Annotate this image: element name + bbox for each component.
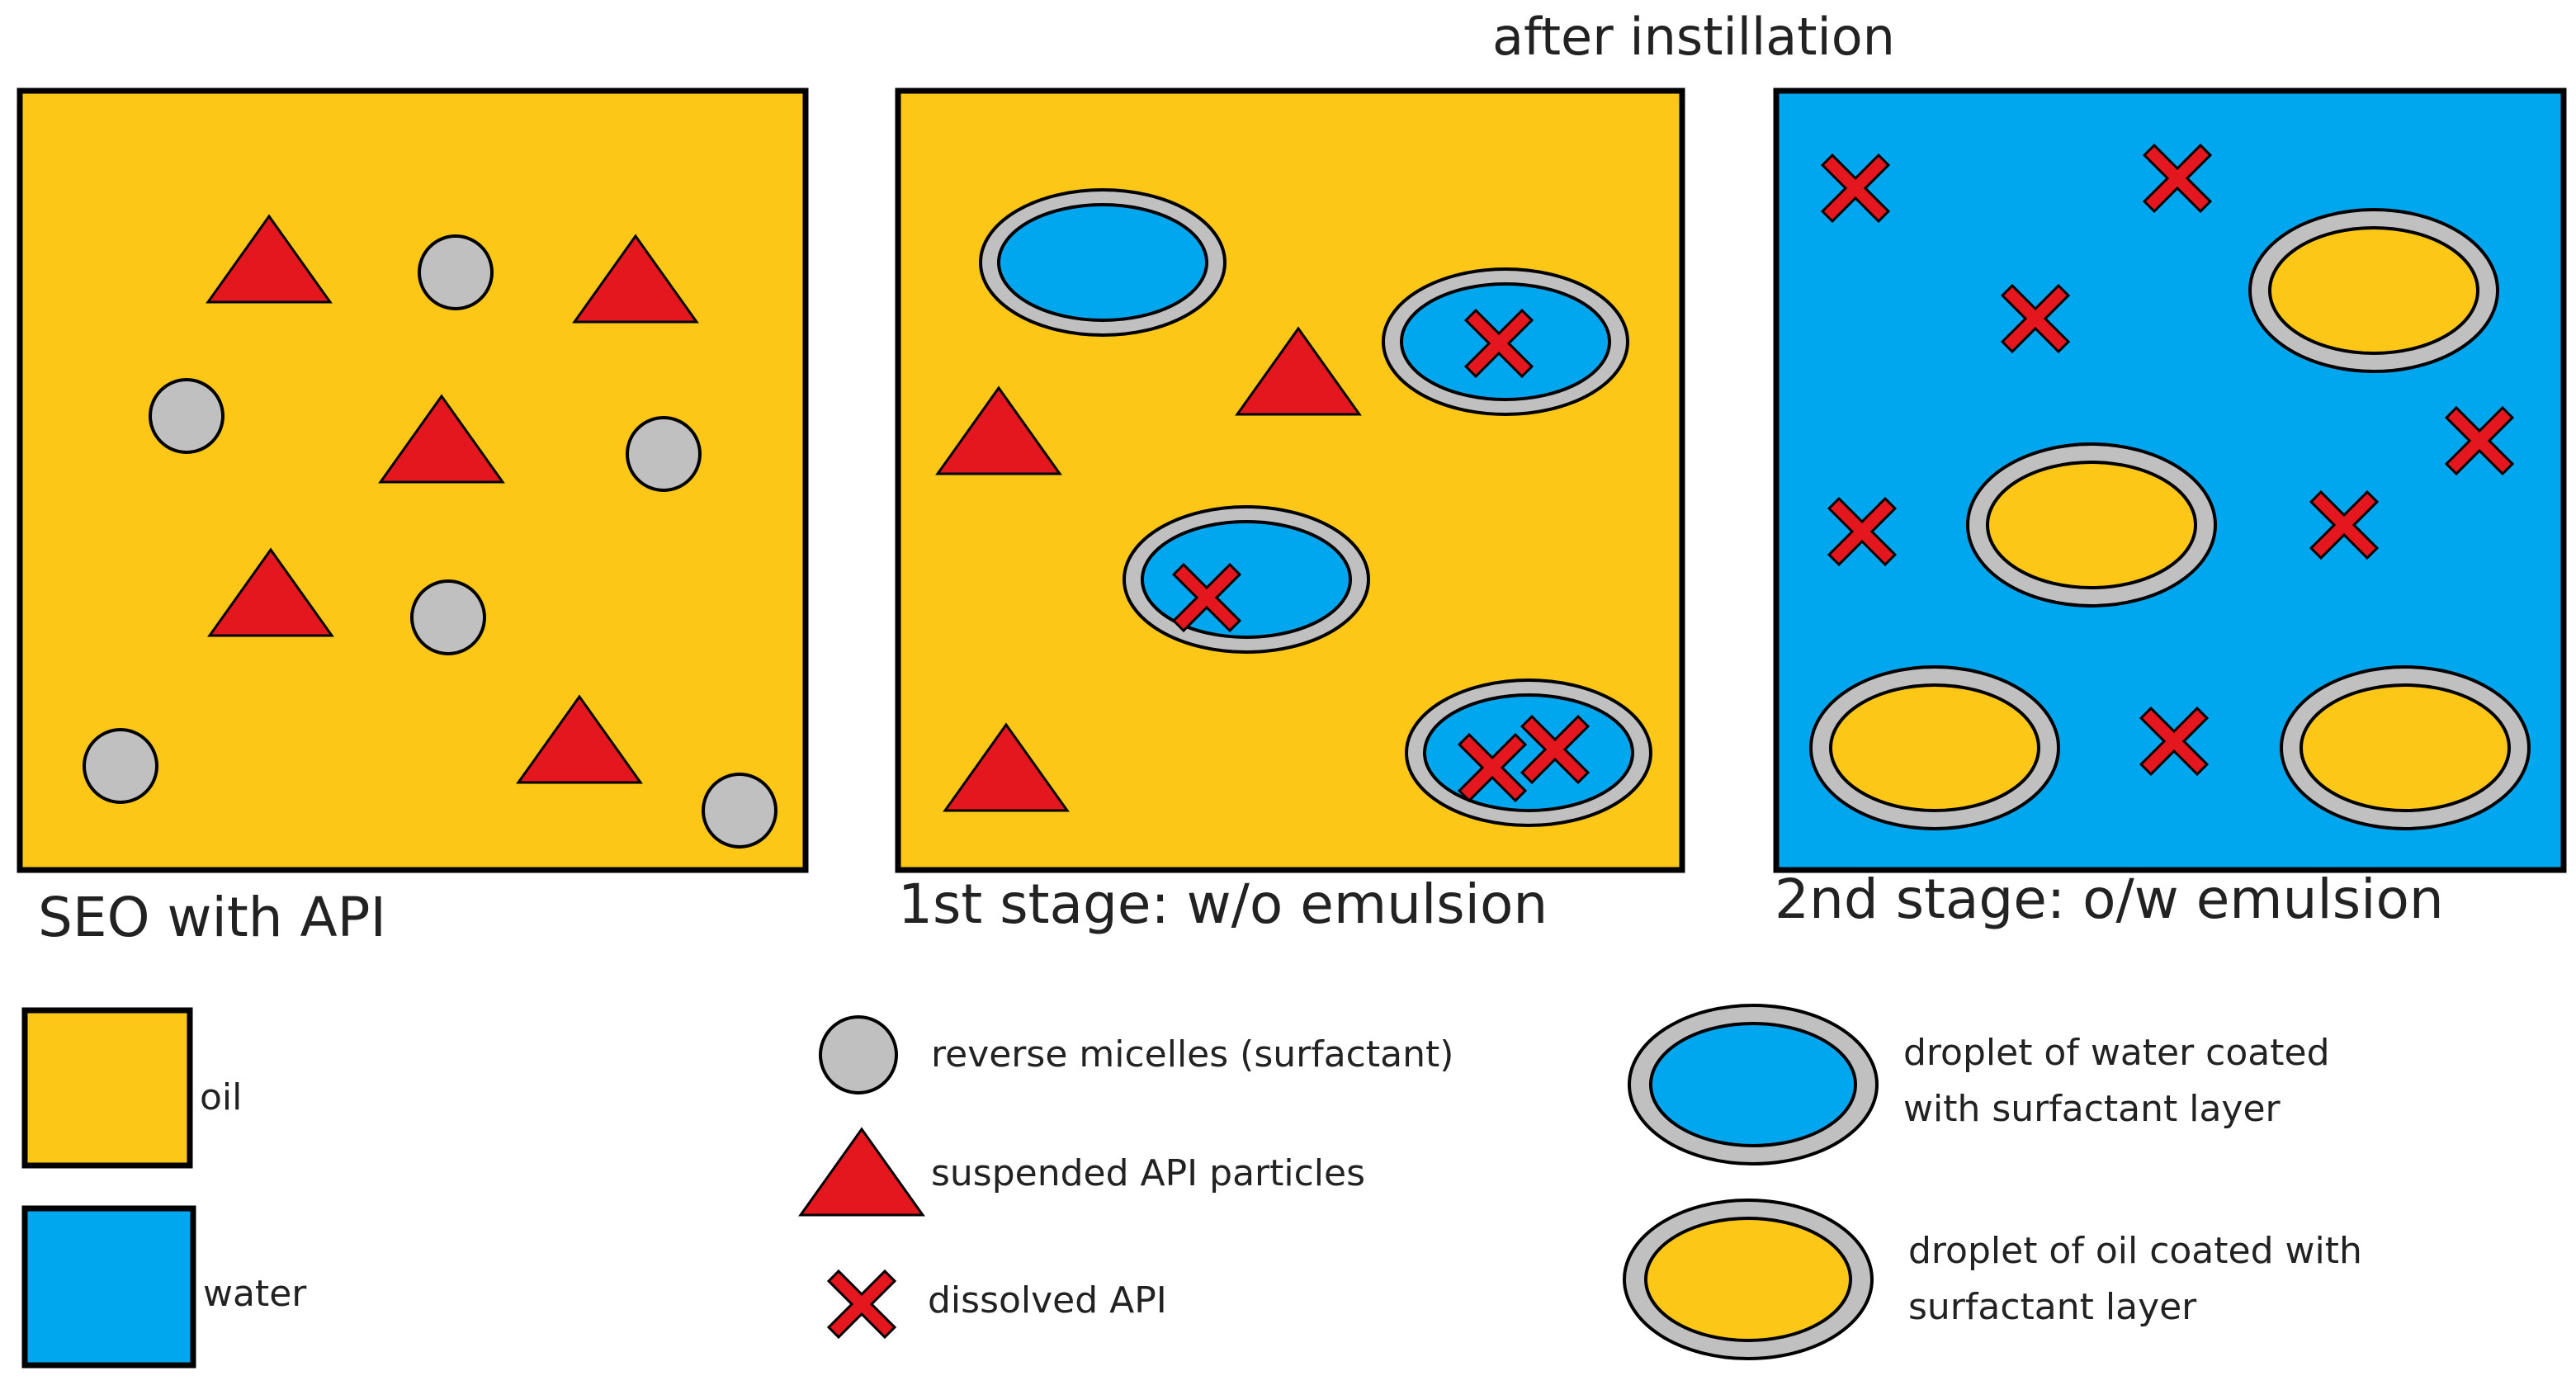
legend-oil-label: oil [200, 1076, 242, 1118]
reverse-micelle [83, 728, 158, 804]
x-cross-icon [827, 1269, 896, 1339]
panel-stage2-oil-droplets [1809, 208, 2531, 830]
legend-water-droplet-line1: droplet of water coated [1903, 1032, 2330, 1074]
water-droplet [1405, 678, 1652, 827]
water-droplet [979, 188, 1227, 337]
reverse-micelle [626, 416, 702, 492]
oil-droplet [1966, 442, 2217, 608]
legend-dissolved-api-label: dissolved API [928, 1279, 1167, 1321]
water-droplet [1123, 505, 1370, 654]
reverse-micelle [702, 773, 778, 849]
ellipse-droplet-icon [1628, 1004, 1879, 1165]
reverse-micelle [418, 234, 494, 310]
panel-stage1-caption: 1st stage: w/o emulsion [898, 872, 1548, 936]
oil-droplet [2280, 665, 2531, 830]
panel-seo-reverse-micelles [83, 234, 778, 849]
triangle-icon [799, 1128, 924, 1217]
legend-oil-droplet-line2: surfactant layer [1908, 1286, 2197, 1328]
legend-oil-swatch [21, 1007, 193, 1169]
legend: oil water reverse micelles (surfactant) … [21, 1004, 2362, 1369]
panel-stage2-caption: 2nd stage: o/w emulsion [1775, 868, 2444, 931]
legend-water-label: water [203, 1273, 307, 1315]
circle-icon [819, 1015, 898, 1095]
legend-suspended-api-label: suspended API particles [931, 1152, 1365, 1194]
legend-water-swatch [21, 1205, 196, 1369]
oil-droplet [1809, 665, 2060, 830]
legend-reverse-micelles-label: reverse micelles (surfactant) [931, 1033, 1453, 1076]
panel-stage1: 1st stage: w/o emulsion [895, 87, 1685, 936]
legend-water-droplet-line2: with surfactant layer [1903, 1088, 2281, 1130]
panel-stage2: 2nd stage: o/w emulsion [1773, 87, 2567, 931]
panel-seo-caption: SEO with API [38, 886, 386, 949]
panel-seo: SEO with API [17, 87, 809, 949]
reverse-micelle [410, 579, 486, 655]
legend-oil-droplet-line1: droplet of oil coated with [1908, 1230, 2362, 1272]
reverse-micelle [149, 378, 225, 454]
ellipse-droplet-icon [1623, 1199, 1874, 1360]
header-title: after instillation [1492, 7, 1895, 67]
oil-droplet [2248, 208, 2499, 373]
